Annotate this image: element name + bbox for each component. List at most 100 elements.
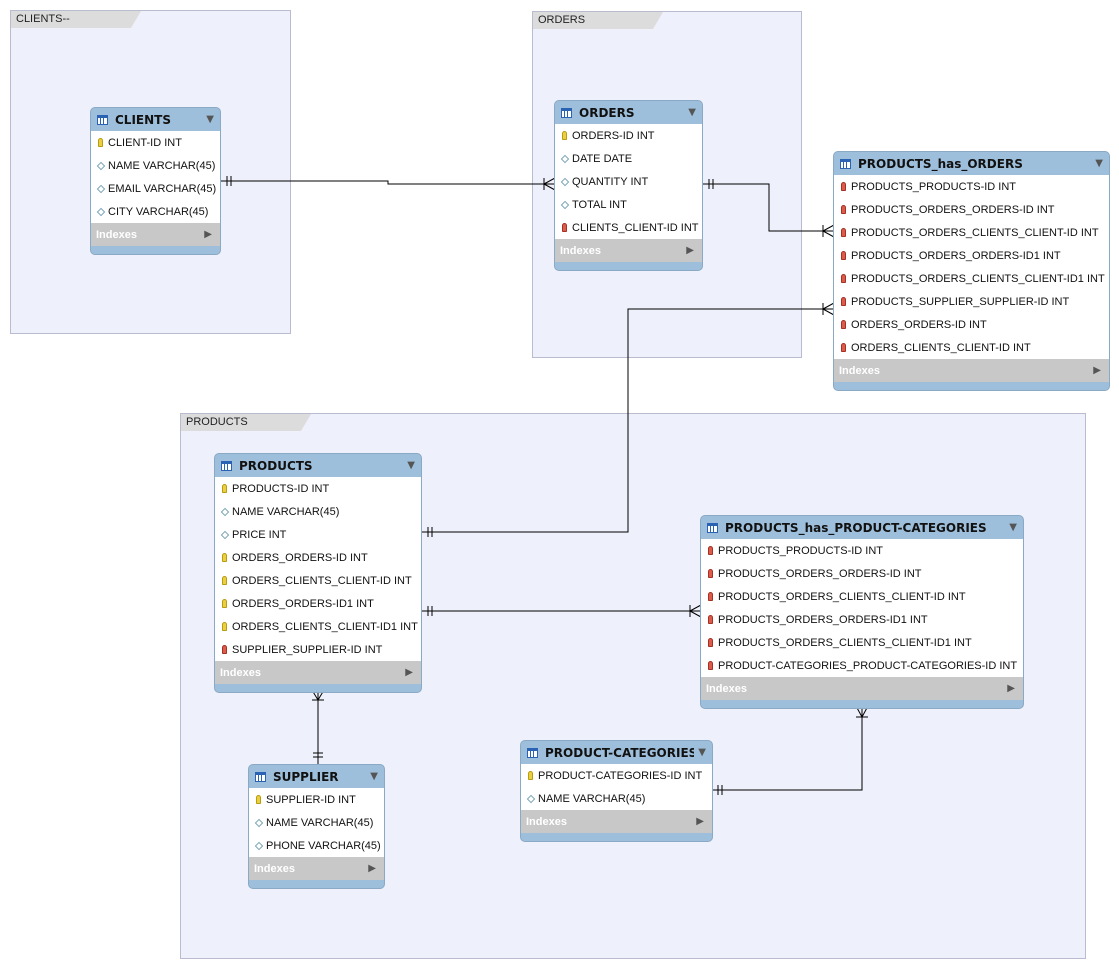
collapse-triangle-icon[interactable]: ▼ [698, 747, 706, 758]
column-row[interactable]: ORDERS_ORDERS-ID INT [215, 546, 421, 569]
indexes-bar[interactable]: Indexes▶ [834, 359, 1109, 382]
expand-triangle-icon[interactable]: ▶ [1093, 365, 1101, 376]
column-row[interactable]: PRODUCTS_ORDERS_ORDERS-ID INT [701, 562, 1023, 585]
foreign-key-icon [839, 205, 848, 214]
column-label: PRODUCTS_ORDERS_CLIENTS_CLIENT-ID INT [718, 590, 966, 603]
column-row[interactable]: PRODUCTS_PRODUCTS-ID INT [701, 539, 1023, 562]
column-row[interactable]: ORDERS_ORDERS-ID INT [834, 313, 1109, 336]
foreign-key-icon [706, 638, 715, 647]
indexes-bar[interactable]: Indexes▶ [215, 661, 421, 684]
primary-key-icon [96, 138, 105, 147]
column-row[interactable]: PRODUCTS_ORDERS_CLIENTS_CLIENT-ID1 INT [834, 267, 1109, 290]
column-row[interactable]: PRODUCTS_ORDERS_CLIENTS_CLIENT-ID INT [701, 585, 1023, 608]
column-row[interactable]: PRODUCTS_SUPPLIER_SUPPLIER-ID INT [834, 290, 1109, 313]
column-label: ORDERS_ORDERS-ID INT [851, 318, 987, 331]
column-row[interactable]: SUPPLIER-ID INT [249, 788, 384, 811]
foreign-key-icon [839, 320, 848, 329]
column-label: PRODUCT-CATEGORIES-ID INT [538, 769, 703, 782]
collapse-triangle-icon[interactable]: ▼ [688, 107, 696, 118]
expand-triangle-icon[interactable]: ▶ [696, 816, 704, 827]
primary-key-icon [220, 553, 229, 562]
column-row[interactable]: PRICE INT [215, 523, 421, 546]
column-row[interactable]: NAME VARCHAR(45) [249, 811, 384, 834]
column-row[interactable]: NAME VARCHAR(45) [521, 787, 712, 810]
column-row[interactable]: PRODUCTS_ORDERS_CLIENTS_CLIENT-ID INT [834, 221, 1109, 244]
column-row[interactable]: QUANTITY INT [555, 170, 702, 193]
expand-triangle-icon[interactable]: ▶ [405, 667, 413, 678]
table-products-has-product-categories[interactable]: PRODUCTS_has_PRODUCT-CATEGORIES▼PRODUCTS… [700, 515, 1024, 709]
attribute-diamond-icon [96, 207, 105, 216]
column-row[interactable]: ORDERS_CLIENTS_CLIENT-ID INT [834, 336, 1109, 359]
table-product-categories[interactable]: PRODUCT-CATEGORIES▼ PRODUCT-CATEGORIES-ID… [520, 740, 713, 842]
foreign-key-icon [839, 297, 848, 306]
column-row[interactable]: CLIENT-ID INT [91, 131, 220, 154]
table-header[interactable]: ORDERS▼ [555, 101, 702, 124]
column-row[interactable]: NAME VARCHAR(45) [215, 500, 421, 523]
column-label: PRODUCTS-ID INT [232, 482, 330, 495]
column-label: ORDERS_CLIENTS_CLIENT-ID INT [851, 341, 1031, 354]
column-row[interactable]: PRODUCTS_ORDERS_ORDERS-ID1 INT [701, 608, 1023, 631]
indexes-bar[interactable]: Indexes▶ [701, 677, 1023, 700]
column-row[interactable]: DATE DATE [555, 147, 702, 170]
column-label: PRODUCTS_PRODUCTS-ID INT [851, 180, 1017, 193]
column-label: QUANTITY INT [572, 175, 649, 188]
column-label: TOTAL INT [572, 198, 627, 211]
indexes-bar[interactable]: Indexes▶ [91, 223, 220, 246]
column-row[interactable]: ORDERS-ID INT [555, 124, 702, 147]
column-row[interactable]: PRODUCTS_PRODUCTS-ID INT [834, 175, 1109, 198]
table-header[interactable]: PRODUCTS_has_PRODUCT-CATEGORIES ▼ [701, 516, 1023, 539]
collapse-triangle-icon[interactable]: ▼ [370, 771, 378, 782]
layer-orders-label: ORDERS [533, 12, 663, 29]
table-header[interactable]: PRODUCTS▼ [215, 454, 421, 477]
column-row[interactable]: EMAIL VARCHAR(45) [91, 177, 220, 200]
collapse-triangle-icon[interactable]: ▼ [206, 114, 214, 125]
indexes-bar[interactable]: Indexes▶ [521, 810, 712, 833]
column-row[interactable]: ORDERS_CLIENTS_CLIENT-ID INT [215, 569, 421, 592]
column-row[interactable]: SUPPLIER_SUPPLIER-ID INT [215, 638, 421, 661]
expand-triangle-icon[interactable]: ▶ [1007, 683, 1015, 694]
link-clients-orders [221, 180, 555, 185]
foreign-key-icon [706, 569, 715, 578]
attribute-diamond-icon [96, 184, 105, 193]
table-header[interactable]: CLIENTS▼ [91, 108, 220, 131]
column-row[interactable]: TOTAL INT [555, 193, 702, 216]
expand-triangle-icon[interactable]: ▶ [204, 229, 212, 240]
table-header[interactable]: PRODUCTS_has_ORDERS ▼ [834, 152, 1109, 175]
column-row[interactable]: PRODUCTS_ORDERS_CLIENTS_CLIENT-ID1 INT [701, 631, 1023, 654]
column-row[interactable]: NAME VARCHAR(45) [91, 154, 220, 177]
collapse-triangle-icon[interactable]: ▼ [1009, 522, 1017, 533]
indexes-bar[interactable]: Indexes▶ [249, 857, 384, 880]
table-orders[interactable]: ORDERS▼ORDERS-ID INT DATE DATE QUANTITY IN… [554, 100, 703, 271]
column-row[interactable]: PHONE VARCHAR(45) [249, 834, 384, 857]
column-label: DATE DATE [572, 152, 633, 165]
column-label: PRICE INT [232, 528, 287, 541]
column-label: PRODUCTS_SUPPLIER_SUPPLIER-ID INT [851, 295, 1070, 308]
column-row[interactable]: ORDERS_CLIENTS_CLIENT-ID1 INT [215, 615, 421, 638]
table-name: PRODUCTS_has_ORDERS [858, 156, 1023, 171]
table-products-has-orders[interactable]: PRODUCTS_has_ORDERS ▼ PRODUCTS_PRODUCTS-ID… [833, 151, 1110, 391]
expand-triangle-icon[interactable]: ▶ [686, 245, 694, 256]
column-row[interactable]: PRODUCTS_ORDERS_ORDERS-ID INT [834, 198, 1109, 221]
indexes-bar[interactable]: Indexes▶ [555, 239, 702, 262]
column-label: NAME VARCHAR(45) [538, 792, 646, 805]
column-row[interactable]: CLIENTS_CLIENT-ID INT [555, 216, 702, 239]
column-row[interactable]: PRODUCTS_ORDERS_ORDERS-ID1 INT [834, 244, 1109, 267]
column-row[interactable]: PRODUCT-CATEGORIES_PRODUCT-CATEGORIES-ID… [701, 654, 1023, 677]
column-row[interactable]: PRODUCT-CATEGORIES-ID INT [521, 764, 712, 787]
expand-triangle-icon[interactable]: ▶ [368, 863, 376, 874]
table-header[interactable]: PRODUCT-CATEGORIES▼ [521, 741, 712, 764]
collapse-triangle-icon[interactable]: ▼ [407, 460, 415, 471]
table-products[interactable]: PRODUCTS▼ PRODUCTS-ID INT NAME VARCHAR(45)… [214, 453, 422, 693]
table-header[interactable]: SUPPLIER▼ [249, 765, 384, 788]
collapse-triangle-icon[interactable]: ▼ [1095, 158, 1103, 169]
table-grid-icon [221, 460, 232, 471]
column-row[interactable]: CITY VARCHAR(45) [91, 200, 220, 223]
table-name: PRODUCTS_has_PRODUCT-CATEGORIES [725, 520, 987, 535]
column-label: ORDERS_CLIENTS_CLIENT-ID1 INT [232, 620, 418, 633]
foreign-key-icon [706, 615, 715, 624]
column-row[interactable]: PRODUCTS-ID INT [215, 477, 421, 500]
column-row[interactable]: ORDERS_ORDERS-ID1 INT [215, 592, 421, 615]
column-label: PRODUCTS_PRODUCTS-ID INT [718, 544, 884, 557]
